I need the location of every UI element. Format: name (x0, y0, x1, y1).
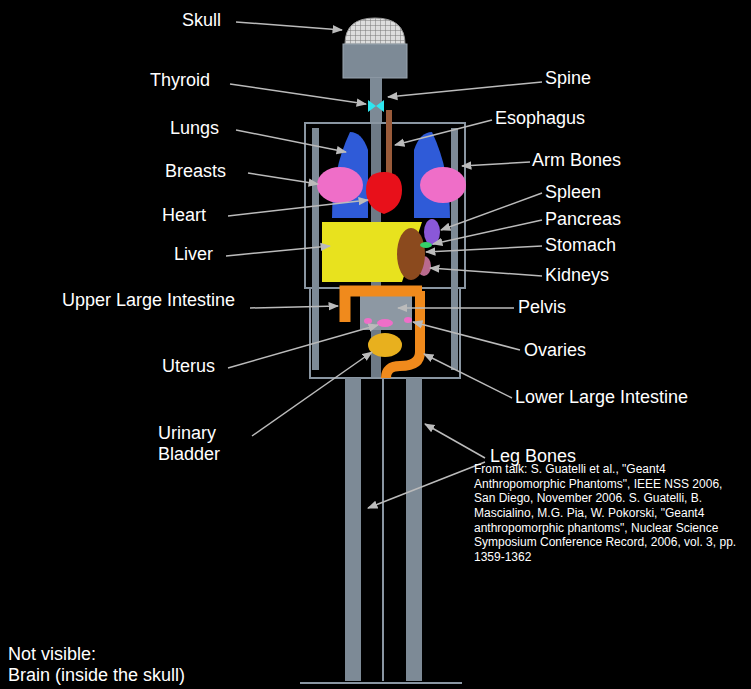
organ-label: Thyroid (150, 70, 210, 91)
organ-label: Spleen (545, 182, 601, 203)
organ-label: Pancreas (545, 209, 621, 230)
organ-label: Ovaries (524, 340, 586, 361)
organ-label: Lower Large Intestine (515, 387, 688, 408)
organ-label: Lungs (170, 118, 219, 139)
organ-label: Breasts (165, 161, 226, 182)
organ-label: Pelvis (518, 297, 566, 318)
organ-label: Upper Large Intestine (62, 290, 247, 311)
organ-label: Urinary Bladder (158, 423, 253, 464)
organ-label: Spine (545, 68, 591, 89)
organ-label: Esophagus (495, 108, 585, 129)
organ-label: Kidneys (545, 265, 609, 286)
organ-label: Uterus (162, 356, 215, 377)
organ-label: Arm Bones (532, 150, 621, 171)
organ-label: Stomach (545, 235, 616, 256)
organ-label: Skull (182, 10, 221, 31)
organ-label: Liver (174, 244, 213, 265)
citation-note: From talk: S. Guatelli et al., "Geant4 A… (474, 462, 742, 564)
note-text: Brain (inside the skull) (8, 665, 185, 686)
organ-label: Heart (162, 205, 206, 226)
leader-lines (226, 22, 542, 508)
note-text: Not visible: (8, 644, 96, 665)
